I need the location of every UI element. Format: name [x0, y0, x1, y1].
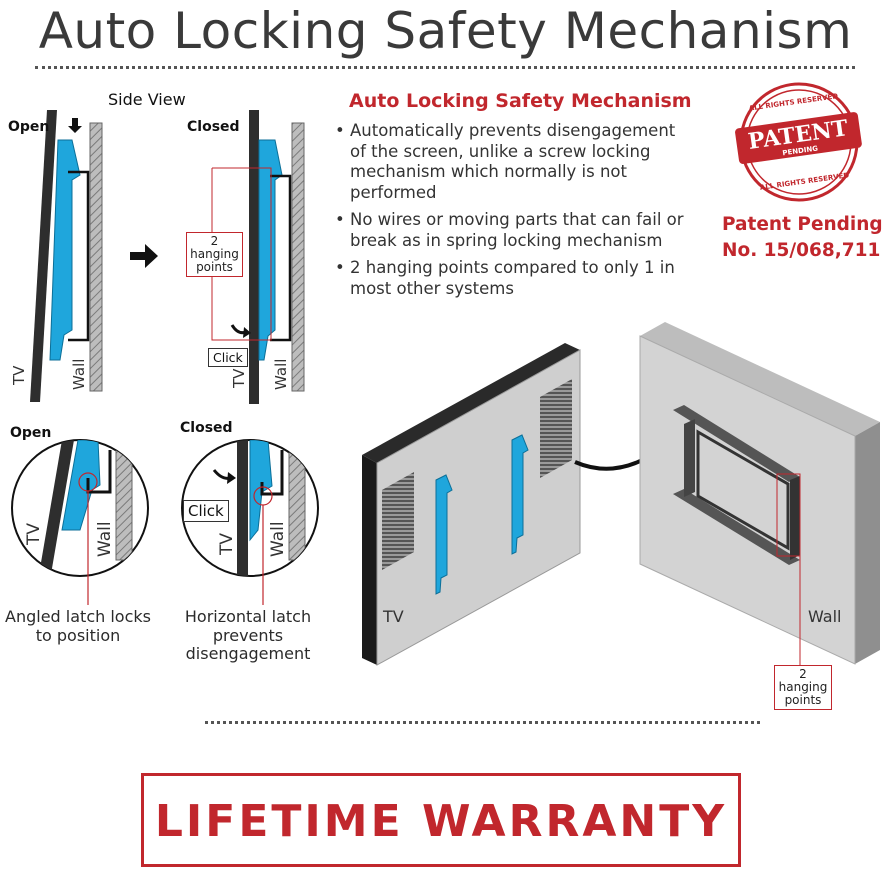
detail-open — [11, 439, 149, 605]
page-title: Auto Locking Safety Mechanism — [38, 2, 853, 60]
bottom-divider — [205, 721, 760, 724]
patent-seal — [735, 82, 862, 202]
side-view-heading: Side View — [108, 90, 186, 109]
click-callout: Click — [208, 348, 248, 367]
info-heading: Auto Locking Safety Mechanism — [349, 90, 692, 112]
warranty-text: LIFETIME WARRANTY — [154, 796, 728, 847]
caption-horizontal-latch: Horizontal latch prevents disengagement — [184, 607, 312, 663]
mount-arrow-icon — [574, 454, 652, 471]
side-view-closed — [211, 110, 305, 404]
feature-item: 2 hanging points compared to only 1 in m… — [335, 258, 695, 299]
arrow-down-icon — [68, 118, 82, 133]
patent-seal-text: ALL RIGHTS RESERVED PATENT PENDING ALL R… — [746, 92, 850, 192]
tv-label-closed: TV — [230, 368, 248, 388]
detail-wall-label: Wall — [95, 521, 115, 557]
wall-label: Wall — [70, 358, 88, 390]
detail-tv-label: TV — [24, 522, 44, 545]
detail-closed — [181, 439, 319, 605]
tv-label: TV — [10, 365, 28, 385]
detail-wall-label-closed: Wall — [268, 521, 288, 557]
warranty-banner: LIFETIME WARRANTY — [141, 773, 741, 867]
tv-panel — [30, 110, 57, 402]
patent-number: No. 15/068,711 — [722, 240, 881, 261]
feature-item: No wires or moving parts that can fail o… — [335, 210, 695, 251]
tv-3d — [362, 343, 581, 666]
illustration-tv-label: TV — [383, 607, 404, 626]
detail-closed-label: Closed — [180, 420, 233, 436]
wall-hatch — [89, 122, 103, 392]
caption-angled-latch: Angled latch locks to position — [5, 607, 151, 645]
wall-label-closed: Wall — [272, 358, 290, 390]
illustration-hanging-points-callout: 2 hanging points — [774, 665, 832, 710]
wall-bracket — [68, 170, 90, 342]
title-divider — [35, 66, 855, 69]
arrow-right-icon — [130, 244, 158, 268]
open-label: Open — [8, 119, 50, 135]
detail-click-callout: Click — [183, 500, 229, 522]
detail-open-label: Open — [10, 425, 52, 441]
hanging-points-callout: 2 hanging points — [186, 232, 243, 277]
feature-item: Automatically prevents disengagement of … — [335, 121, 695, 203]
side-view-open — [30, 110, 103, 402]
tv-bracket — [49, 139, 81, 361]
closed-label: Closed — [187, 119, 240, 135]
wall-3d — [639, 322, 880, 665]
detail-tv-label-closed: TV — [217, 532, 237, 555]
patent-pending-label: Patent Pending — [722, 214, 883, 235]
feature-list: Automatically prevents disengagement of … — [335, 121, 695, 306]
illustration-wall-label: Wall — [808, 607, 842, 626]
